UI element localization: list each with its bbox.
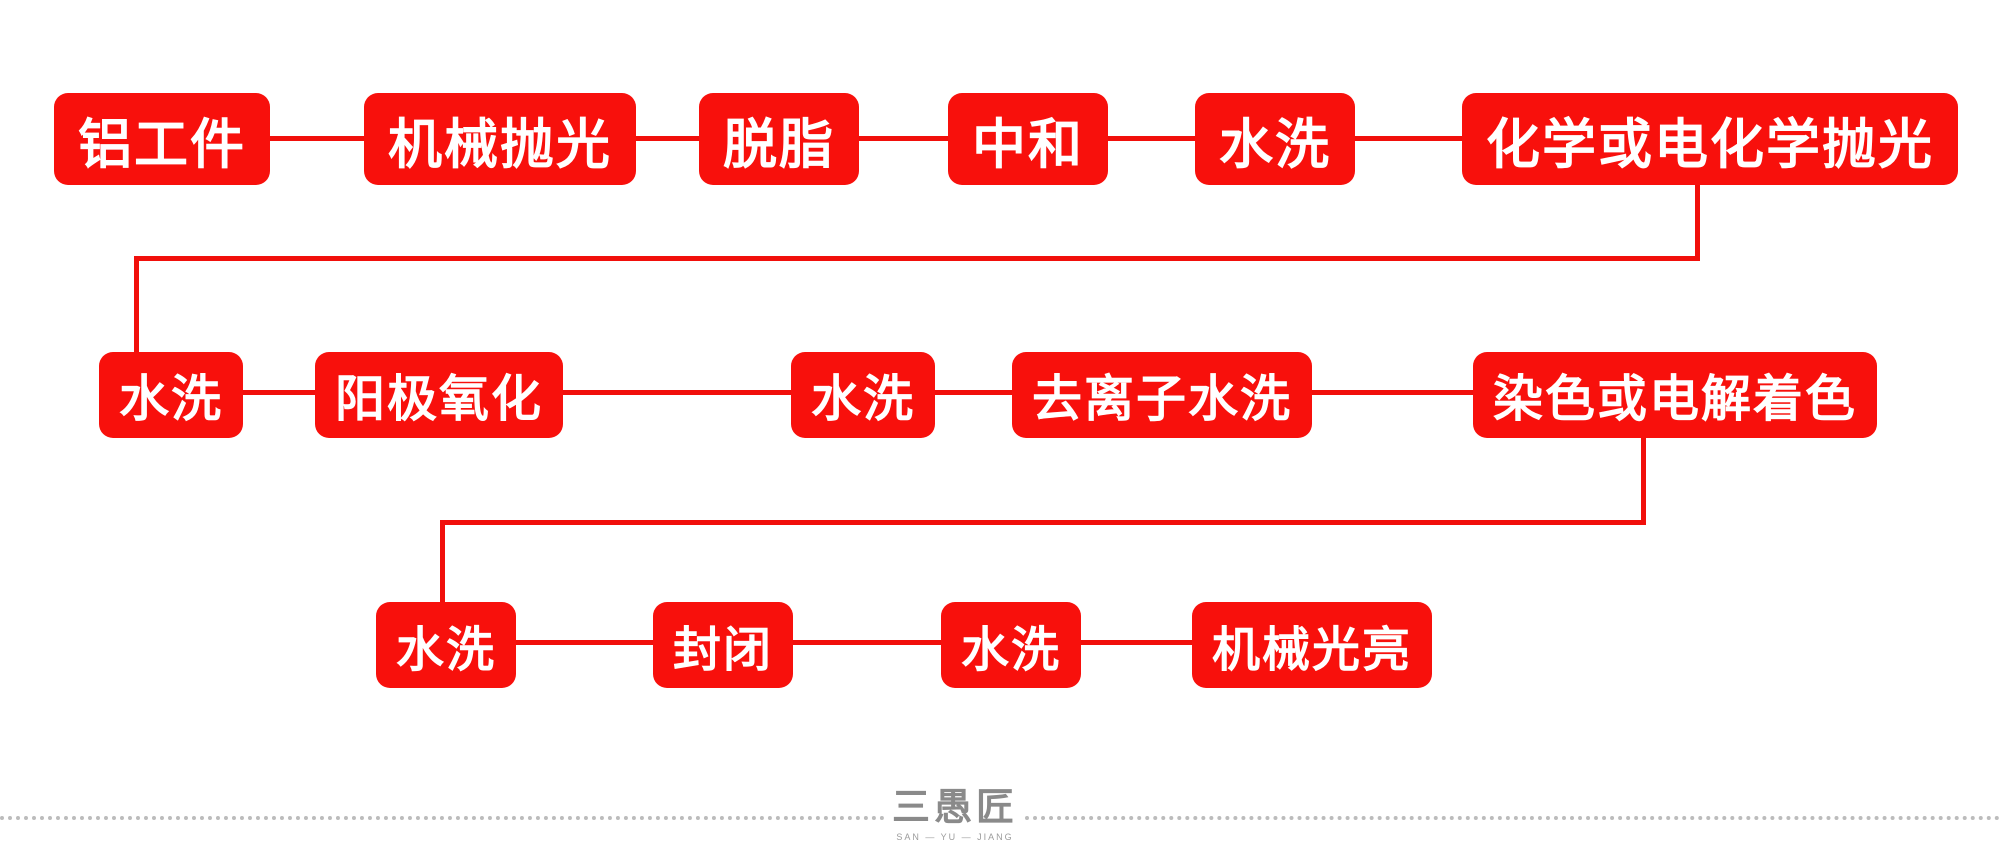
node-degreasing: 脱脂 xyxy=(699,93,859,185)
elbow2-horizontal xyxy=(440,520,1646,525)
node-water-rinse-4: 水洗 xyxy=(376,602,517,688)
node-dyeing-or-electrolytic-coloring: 染色或电解着色 xyxy=(1473,352,1877,438)
watermark-subtext: SAN — YU — JIANG xyxy=(896,831,1014,842)
elbow1-horizontal xyxy=(134,256,1700,261)
node-water-rinse-2: 水洗 xyxy=(99,352,243,438)
divider-dotted-right xyxy=(1025,816,2000,820)
elbow1-vertical-left xyxy=(134,256,139,356)
elbow2-vertical-right xyxy=(1641,436,1646,525)
node-water-rinse-5: 水洗 xyxy=(941,602,1082,688)
divider-dotted-left xyxy=(0,816,885,820)
node-neutralization: 中和 xyxy=(948,93,1108,185)
node-anodizing: 阳极氧化 xyxy=(315,352,563,438)
node-water-rinse-1: 水洗 xyxy=(1195,93,1355,185)
node-chemical-or-electrochemical-polishing: 化学或电化学抛光 xyxy=(1462,93,1958,185)
watermark-logo: 三愚匠 xyxy=(891,787,1018,829)
elbow2-vertical-left xyxy=(440,520,445,606)
node-mechanical-polishing: 机械抛光 xyxy=(364,93,636,185)
row1-connector-line xyxy=(150,136,1710,141)
node-water-rinse-3: 水洗 xyxy=(791,352,935,438)
node-sealing: 封闭 xyxy=(653,602,794,688)
watermark: 三愚匠 SAN — YU — JIANG xyxy=(855,787,1055,842)
node-mechanical-brightening: 机械光亮 xyxy=(1192,602,1433,688)
row3-connector-line xyxy=(430,640,1260,645)
node-aluminum-workpiece: 铝工件 xyxy=(54,93,270,185)
node-deionized-water-rinse: 去离子水洗 xyxy=(1012,352,1312,438)
elbow1-vertical-right xyxy=(1695,183,1700,261)
